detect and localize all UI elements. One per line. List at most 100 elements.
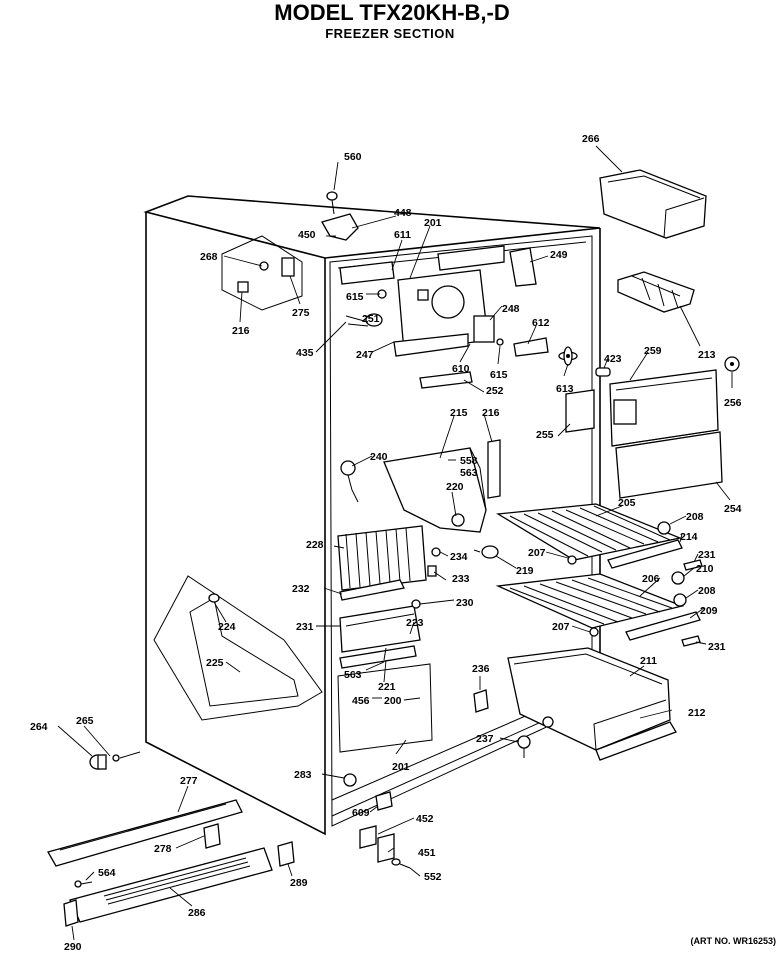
callout-247: 247: [356, 349, 374, 361]
callout-220: 220: [446, 481, 464, 493]
callout-231-c: 231: [708, 641, 726, 653]
callout-268: 268: [200, 251, 218, 263]
callout-206: 206: [642, 573, 660, 585]
support-rail: [47, 799, 243, 867]
leveling-roller: [89, 751, 141, 770]
wire-shelf-upper: [496, 503, 683, 569]
callout-216: 216: [232, 325, 250, 337]
callout-259: 259: [644, 345, 662, 357]
callout-207-b: 207: [552, 621, 570, 633]
callout-213: 213: [698, 349, 716, 361]
callout-265: 265: [76, 715, 94, 727]
callout-251: 251: [362, 313, 380, 325]
callout-231: 231: [698, 549, 716, 561]
callout-232: 232: [292, 583, 310, 595]
callout-221: 221: [378, 681, 396, 693]
callout-266: 266: [582, 133, 600, 145]
callout-214: 214: [680, 531, 698, 543]
callout-615: 615: [346, 291, 364, 303]
air-duct: [383, 447, 487, 533]
callout-249: 249: [550, 249, 568, 261]
screw: [74, 880, 93, 888]
callout-558: 558: [460, 455, 478, 467]
ice-bin: [599, 169, 707, 239]
door-cam: [517, 735, 531, 758]
light-switch-bracket: [221, 235, 303, 311]
callout-252: 252: [486, 385, 504, 397]
callout-201-b: 201: [392, 761, 410, 773]
callout-283: 283: [294, 769, 312, 781]
callout-255: 255: [536, 429, 554, 441]
callout-435: 435: [296, 347, 314, 359]
cover-plate: [565, 389, 595, 433]
callout-236: 236: [472, 663, 490, 675]
callout-456: 456: [352, 695, 370, 707]
callout-200: 200: [384, 695, 402, 707]
grille-clip-left: [63, 899, 79, 927]
top-hinge: [321, 191, 359, 241]
callout-215: 215: [450, 407, 468, 419]
callout-564: 564: [98, 867, 116, 879]
callout-207: 207: [528, 547, 546, 559]
diagram-title: MODEL TFX20KH-B,-D: [274, 0, 510, 25]
callout-216-b: 216: [482, 407, 500, 419]
callout-labels: 560 448 450 201 611 266 268 615 249 216 …: [30, 133, 742, 953]
control-knob: [724, 356, 740, 372]
callout-289: 289: [290, 877, 308, 889]
heater-clip: [427, 565, 437, 577]
callout-452: 452: [416, 813, 434, 825]
diagram-subtitle: FREEZER SECTION: [325, 26, 455, 41]
fan-motor-bracket: [339, 245, 549, 357]
callout-223: 223: [406, 617, 424, 629]
ice-tray: [617, 271, 695, 313]
art-number: (ART NO. WR16253): [690, 936, 776, 946]
callout-423: 423: [604, 353, 622, 365]
callout-264: 264: [30, 721, 48, 733]
callout-228: 228: [306, 539, 324, 551]
ice-shelf: [609, 369, 719, 447]
callout-231-b: 231: [296, 621, 314, 633]
callout-278: 278: [154, 843, 172, 855]
callout-219: 219: [516, 565, 534, 577]
callout-560: 560: [344, 151, 362, 163]
callout-610: 610: [452, 363, 470, 375]
callout-234: 234: [450, 551, 468, 563]
evaporator: [337, 525, 441, 591]
callout-233: 233: [452, 573, 470, 585]
callout-254: 254: [724, 503, 742, 515]
callout-248: 248: [502, 303, 520, 315]
callout-552: 552: [424, 871, 442, 883]
drain-trough: [339, 599, 421, 669]
callout-563-b: 563: [344, 669, 362, 681]
grille-clip-right: [277, 841, 295, 867]
duct-bracket: [419, 371, 473, 389]
callout-451: 451: [418, 847, 436, 859]
toe-grille: [69, 847, 273, 923]
callout-205: 205: [618, 497, 636, 509]
callout-611: 611: [394, 229, 411, 241]
drain-plug: [473, 545, 499, 559]
roller: [343, 773, 357, 787]
callout-208: 208: [686, 511, 704, 523]
freezer-basket: [507, 647, 677, 761]
callout-256: 256: [724, 397, 742, 409]
bottom-hinge-parts: [359, 791, 411, 869]
callout-225: 225: [206, 657, 224, 669]
drain-heater: [339, 579, 405, 601]
callout-613: 613: [556, 383, 574, 395]
callout-240: 240: [370, 451, 388, 463]
liner-bottom: [337, 663, 433, 753]
callout-615-b: 615: [490, 369, 508, 381]
air-channel: [487, 439, 501, 499]
callout-237: 237: [476, 733, 494, 745]
callout-209: 209: [700, 605, 718, 617]
callout-609: 609: [352, 807, 370, 819]
callout-201: 201: [424, 217, 442, 229]
callout-563: 563: [460, 467, 478, 479]
callout-448: 448: [394, 207, 412, 219]
shelf-bracket: [473, 689, 489, 713]
wire-shelf-lower: [495, 573, 701, 641]
callout-275: 275: [292, 307, 310, 319]
callout-277: 277: [180, 775, 198, 787]
